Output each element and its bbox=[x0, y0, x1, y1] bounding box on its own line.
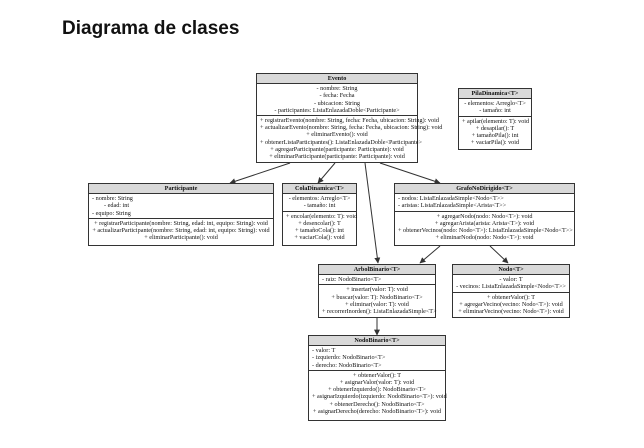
attribute: - nombre: String bbox=[316, 85, 358, 93]
class-participante-methods: + registrarParticipante(nombre: String, … bbox=[89, 217, 273, 243]
method: + obtenerValor(): T bbox=[486, 293, 536, 301]
attribute: - equipo: String bbox=[92, 209, 131, 217]
class-nodo-binario-attributes: - valor: T - izquierdo: NodoBinario<T> -… bbox=[309, 346, 445, 370]
method: + buscar(valor: T): NodoBinario<T> bbox=[331, 293, 423, 301]
method: + agregarNodo(nodo: Nodo<T>): void bbox=[436, 212, 533, 220]
method: + tamañoPila(): int bbox=[471, 132, 519, 140]
class-pila-dinamica: PilaDinamica<T> - elementos: Arreglo<T> … bbox=[458, 88, 532, 150]
attribute: - fecha: Fecha bbox=[319, 92, 355, 100]
method: + obtenerVecinos(nodo: Nodo<T>): ListaEn… bbox=[398, 227, 573, 235]
method: + agregarArista(arista: Arista<T>): void bbox=[434, 219, 535, 227]
method: + recorrerInorden(): ListaEnlazadaSimple… bbox=[322, 308, 437, 316]
method: + actualizarEvento(nombre: String, fecha… bbox=[260, 124, 443, 132]
method: + eliminar(valor: T): void bbox=[345, 300, 409, 308]
class-grafo-no-dirigido: GrafoNoDirigido<T> - nodos: ListaEnlazad… bbox=[394, 183, 575, 246]
attribute: - participantes: ListaEnlazadaDoble<Part… bbox=[274, 106, 400, 114]
class-nodo-name: Nodo<T> bbox=[453, 265, 569, 276]
attribute: - raiz: NodoBinario<T> bbox=[322, 276, 382, 284]
attribute: - tamaño: int bbox=[303, 202, 336, 210]
method: + vaciarPila(): void bbox=[470, 139, 520, 147]
method: + obtenerListaParticipantes(): ListaEnla… bbox=[260, 138, 423, 146]
class-arbol-binario-attributes: - raiz: NodoBinario<T> bbox=[319, 275, 435, 284]
method: + obtenerIzquierdo(): NodoBinario<T> bbox=[328, 386, 426, 394]
method: + obtenerValor(): T bbox=[352, 371, 402, 379]
arrow-evento-arbolbinario bbox=[364, 162, 381, 264]
arrow-grafo-nodo bbox=[489, 245, 509, 264]
class-evento-name: Evento bbox=[257, 74, 417, 85]
attribute: - elementos: Arreglo<T> bbox=[464, 100, 526, 108]
arrow-evento-grafonodirigido bbox=[379, 162, 441, 185]
attribute: - izquierdo: NodoBinario<T> bbox=[312, 354, 386, 362]
attribute: - edad: int bbox=[104, 202, 130, 210]
method: + desencolar(): T bbox=[298, 219, 341, 227]
method: + tamañoCola(): int bbox=[295, 227, 344, 235]
attribute: - vecinos: ListaEnlazadaSimple<Nodo<T>> bbox=[456, 283, 566, 291]
method: + agregarParticipante(participante: Part… bbox=[270, 145, 404, 153]
class-cola-dinamica-attributes: - elementos: Arreglo<T> - tamaño: int bbox=[283, 194, 356, 210]
method: + registrarParticipante(nombre: String, … bbox=[94, 219, 268, 227]
arrow-grafo-arbolbinario bbox=[419, 245, 441, 264]
method: + registrarEvento(nombre: String, fecha:… bbox=[260, 117, 439, 125]
class-nodo-binario-methods: + obtenerValor(): T + asignarValor(valor… bbox=[309, 369, 447, 416]
class-grafo-no-dirigido-name: GrafoNoDirigido<T> bbox=[395, 184, 574, 195]
method: + eliminarNodo(nodo: Nodo<T>): void bbox=[435, 234, 534, 242]
method: + eliminarEvento(): void bbox=[306, 131, 368, 139]
method: + asignarDerecho(derecho: NodoBinario<T>… bbox=[312, 407, 442, 415]
attribute: - ubicacion: String bbox=[313, 99, 361, 107]
method: + eliminarParticipante(participante: Par… bbox=[269, 153, 405, 161]
attribute: - derecho: NodoBinario<T> bbox=[312, 361, 382, 369]
class-participante-name: Participante bbox=[89, 184, 273, 195]
method: + actualizarParticipante(nombre: String,… bbox=[92, 227, 270, 235]
attribute: - nodos: ListaEnlazadaSimple<Nodo<T>> bbox=[398, 195, 504, 203]
arrow-evento-participante bbox=[229, 162, 291, 185]
attribute: - valor: T bbox=[499, 276, 523, 284]
class-nodo-attributes: - valor: T - vecinos: ListaEnlazadaSimpl… bbox=[453, 275, 569, 291]
method: + eliminarParticipante(): void bbox=[144, 234, 218, 242]
attribute: - tamaño: int bbox=[479, 107, 511, 115]
attribute: - valor: T bbox=[312, 347, 336, 355]
class-arbol-binario-methods: + insertar(valor: T): void + buscar(valo… bbox=[319, 284, 437, 316]
class-arbol-binario-name: ArbolBinario<T> bbox=[319, 265, 435, 276]
class-cola-dinamica: ColaDinamica<T> - elementos: Arreglo<T> … bbox=[282, 183, 357, 246]
attribute: - nombre: String bbox=[92, 195, 133, 203]
method: + desapilar(): T bbox=[475, 124, 515, 132]
class-nodo-binario: NodoBinario<T> - valor: T - izquierdo: N… bbox=[308, 335, 447, 421]
class-nodo: Nodo<T> - valor: T - vecinos: ListaEnlaz… bbox=[452, 264, 570, 318]
class-participante-attributes: - nombre: String - edad: int - equipo: S… bbox=[89, 194, 273, 218]
method: + asignarValor(valor: T): void bbox=[339, 379, 415, 387]
method: + encolar(elemento: T): void bbox=[286, 212, 358, 220]
class-evento: Evento - nombre: String - fecha: Fecha -… bbox=[256, 73, 443, 163]
class-nodo-binario-name: NodoBinario<T> bbox=[309, 336, 445, 347]
method: + obtenerDerecho(): NodoBinario<T> bbox=[329, 400, 425, 408]
class-cola-dinamica-methods: + encolar(elemento: T): void + desencola… bbox=[283, 210, 358, 243]
method: + asignarIzquierdo(izquierdo: NodoBinari… bbox=[312, 393, 447, 401]
class-pila-dinamica-methods: + apilar(elemento: T): void + desapilar(… bbox=[459, 115, 531, 148]
class-nodo-methods: + obtenerValor(): T + agregarVecino(veci… bbox=[453, 291, 569, 317]
class-grafo-no-dirigido-methods: + agregarNodo(nodo: Nodo<T>): void + agr… bbox=[395, 210, 574, 243]
method: + eliminarVecino(vecino: Nodo<T>): void bbox=[458, 308, 564, 316]
attribute: - aristas: ListaEnlazadaSimple<Arista<T>… bbox=[398, 202, 507, 210]
method: + apilar(elemento: T): void bbox=[462, 117, 530, 125]
class-arbol-binario: ArbolBinario<T> - raiz: NodoBinario<T> +… bbox=[318, 264, 437, 318]
class-grafo-no-dirigido-attributes: - nodos: ListaEnlazadaSimple<Nodo<T>> - … bbox=[395, 194, 574, 210]
method: + vaciarCola(): void bbox=[294, 234, 345, 242]
class-evento-attributes: - nombre: String - fecha: Fecha - ubicac… bbox=[257, 84, 417, 115]
class-cola-dinamica-name: ColaDinamica<T> bbox=[283, 184, 356, 195]
diagram-title: Diagrama de clases bbox=[62, 18, 240, 39]
class-evento-methods: + registrarEvento(nombre: String, fecha:… bbox=[257, 115, 443, 161]
method: + insertar(valor: T): void bbox=[346, 286, 408, 294]
class-pila-dinamica-name: PilaDinamica<T> bbox=[459, 89, 531, 100]
arrow-evento-coladinamica bbox=[317, 162, 336, 184]
attribute: - elementos: Arreglo<T> bbox=[288, 195, 351, 203]
class-participante: Participante - nombre: String - edad: in… bbox=[88, 183, 274, 246]
method: + agregarVecino(vecino: Nodo<T>): void bbox=[459, 300, 563, 308]
class-pila-dinamica-attributes: - elementos: Arreglo<T> - tamaño: int bbox=[459, 99, 531, 115]
